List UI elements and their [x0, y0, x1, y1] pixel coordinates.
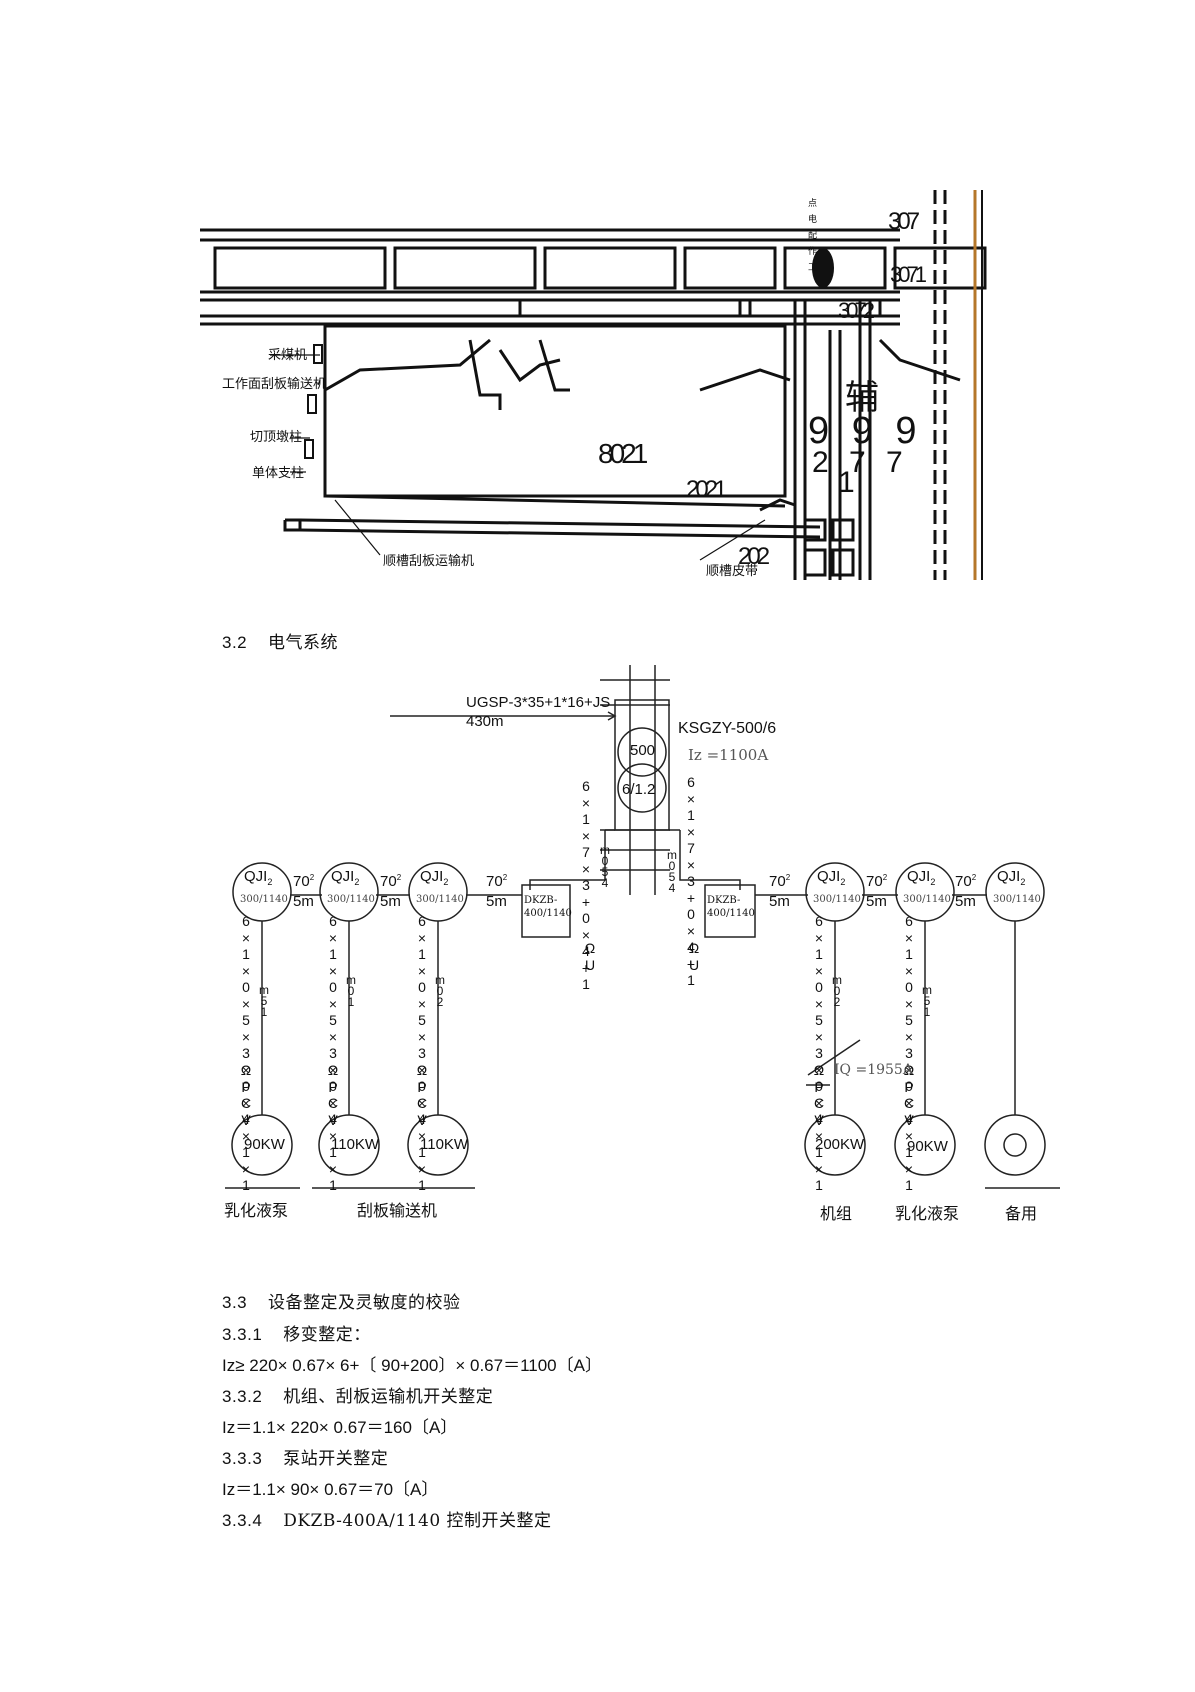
left-feeder-length: m 0 5 4 — [600, 843, 610, 890]
iq-rating-label: IQ =1955A — [834, 1062, 913, 1078]
motor-3-power: 110KW — [420, 1136, 469, 1153]
transformer-top-rating: 500 — [630, 742, 656, 759]
motor-2-power: 110KW — [331, 1136, 380, 1153]
segment-3-length: 5m — [486, 893, 507, 910]
item-3-3-2: 3.3.2 机组、刮板运输机开关整定 — [222, 1387, 494, 1407]
map-cluster-nums-c: 1 — [838, 466, 855, 499]
qji-5-name: QJI2 — [907, 868, 936, 887]
qji-2-rating: 300/1140 — [327, 894, 375, 905]
segment-4-length: 5m — [769, 893, 790, 910]
incoming-length-label: 430m — [466, 713, 504, 730]
map-label-top-b: 3071 — [890, 262, 927, 287]
dkzb-left-model: DKZB- — [524, 895, 558, 906]
segment-1-size: 702 — [293, 873, 315, 890]
segment-6-size: 702 — [955, 873, 977, 890]
qji-5-rating: 300/1140 — [903, 894, 951, 905]
callout-pier-support: 切顶墩柱 — [250, 430, 303, 445]
qji-3-rating: 300/1140 — [416, 894, 464, 905]
map-cluster-nums-b: 2 7 7 — [812, 446, 909, 479]
callout-gate-belt: 顺槽皮带 — [706, 564, 759, 579]
motor-1-power: 90KW — [244, 1136, 285, 1153]
segment-2-size: 702 — [380, 873, 402, 890]
dkzb-left-rating: 400/1140 — [524, 908, 572, 919]
qji-1-name: QJI2 — [244, 868, 273, 887]
mine-layout-map — [200, 190, 987, 580]
iz-rating-label: Iz =1100A — [688, 746, 769, 764]
group-emulsion-pump-right: 乳化液泵 — [895, 1204, 960, 1223]
section-title: 电气系统 — [268, 633, 339, 653]
map-label-third: 202 — [738, 543, 770, 570]
map-label-top-c: 3072 — [838, 298, 875, 323]
formula-transformer: Iz≥ 220× 0.67× 6+〔 90+200〕× 0.67＝1100〔A〕 — [222, 1356, 602, 1375]
branch-1-cable: 6×1×0×5×3×0×4×1×1 — [241, 913, 251, 1193]
branch-3-length: m 0 2 — [435, 973, 445, 1009]
item-3-3-4: 3.3.4 DKZB-400A/1140 控制开关整定 — [222, 1511, 552, 1531]
branch-5-pcv: ΩPCV — [903, 1062, 915, 1128]
callout-face-conveyor: 工作面刮板输送机 — [222, 377, 327, 392]
qji-6-rating: 300/1140 — [993, 894, 1041, 905]
map-label-main: 8021 — [598, 438, 648, 469]
substation-label: 点电配作工 — [808, 199, 818, 273]
branch-5-length: m 5 1 — [922, 983, 932, 1019]
formula-pump-switch: Iz＝1.1× 90× 0.67＝70〔A〕 — [222, 1480, 439, 1499]
left-feeder-cable: 6×1×7×3+0×4+1 — [581, 778, 591, 992]
callout-gate-conveyor: 顺槽刮板运输机 — [383, 554, 475, 569]
map-label-second: 2021 — [686, 476, 727, 503]
section-number: 3.2 — [222, 633, 248, 652]
item-3-3-1: 3.3.1 移变整定： — [222, 1325, 371, 1345]
right-feeder-pou: ΩU — [688, 940, 700, 973]
section-3-3-heading: 3.3 设备整定及灵敏度的校验 — [222, 1293, 461, 1313]
substation-marker — [812, 248, 834, 288]
qji-6-name: QJI2 — [997, 868, 1026, 887]
segment-5-length: 5m — [866, 893, 887, 910]
branch-4-cable: 6×1×0×5×3×0×4×1×1 — [814, 913, 824, 1193]
branch-3-pcv: ΩPCV — [416, 1062, 428, 1128]
branch-2-cable: 6×1×0×5×3×0×4×1×1 — [328, 913, 338, 1193]
branch-3-cable: 6×1×0×5×3×0×4×1×1 — [417, 913, 427, 1193]
qji-4-rating: 300/1140 — [813, 894, 861, 905]
qji-2-name: QJI2 — [331, 868, 360, 887]
callout-single-prop: 单体支柱 — [252, 466, 305, 481]
group-scraper-conveyor: 刮板输送机 — [357, 1201, 438, 1220]
segment-4-size: 702 — [769, 873, 791, 890]
formula-shearer-switch: Iz＝1.1× 220× 0.67＝160〔A〕 — [222, 1418, 458, 1437]
callout-shearer: 采煤机 — [268, 348, 308, 363]
qji-1-rating: 300/1140 — [240, 894, 288, 905]
section-3-2-heading: 3.2 电气系统 — [222, 628, 338, 653]
map-label-top-a: 307 — [888, 208, 920, 235]
map-cluster-chars: 辅 — [845, 378, 879, 418]
right-feeder-length: m 0 5 4 — [667, 848, 677, 895]
dkzb-right-model: DKZB- — [707, 895, 741, 906]
right-feeder-cable: 6×1×7×3+0×4+1 — [686, 774, 696, 988]
qji-4-name: QJI2 — [817, 868, 846, 887]
left-feeder-pou: ΩU — [584, 940, 596, 973]
motor-4-power: 200KW — [815, 1136, 865, 1153]
segment-1-length: 5m — [293, 893, 314, 910]
qji-3-name: QJI2 — [420, 868, 449, 887]
segment-3-size: 702 — [486, 873, 508, 890]
segment-2-length: 5m — [380, 893, 401, 910]
item-3-3-3: 3.3.3 泵站开关整定 — [222, 1449, 389, 1469]
branch-5-cable: 6×1×0×5×3×0×4×1×1 — [904, 913, 914, 1193]
dkzb-right-rating: 400/1140 — [707, 908, 755, 919]
motor-5-power: 90KW — [907, 1138, 948, 1155]
group-spare: 备用 — [1005, 1204, 1038, 1223]
transformer-bottom-rating: 6/1.2 — [622, 781, 656, 798]
group-shearer-unit: 机组 — [820, 1204, 853, 1223]
branch-4-pcv: ΩPCV — [813, 1062, 825, 1128]
branch-2-length: m 0 1 — [346, 973, 356, 1009]
segment-5-size: 702 — [866, 873, 888, 890]
branch-2-pcv: ΩPCV — [327, 1062, 339, 1128]
incoming-cable-label: UGSP-3*35+1*16+JS — [466, 694, 611, 711]
branch-4-length: m 0 2 — [832, 973, 842, 1009]
segment-6-length: 5m — [955, 893, 976, 910]
group-emulsion-pump-left: 乳化液泵 — [224, 1201, 289, 1220]
branch-1-length: m 5 1 — [259, 983, 269, 1019]
branch-1-pcv: ΩPCV — [240, 1062, 252, 1128]
transformer-model: KSGZY-500/6 — [678, 720, 777, 737]
map-cluster-nums-a: 9 9 9 — [808, 410, 923, 452]
